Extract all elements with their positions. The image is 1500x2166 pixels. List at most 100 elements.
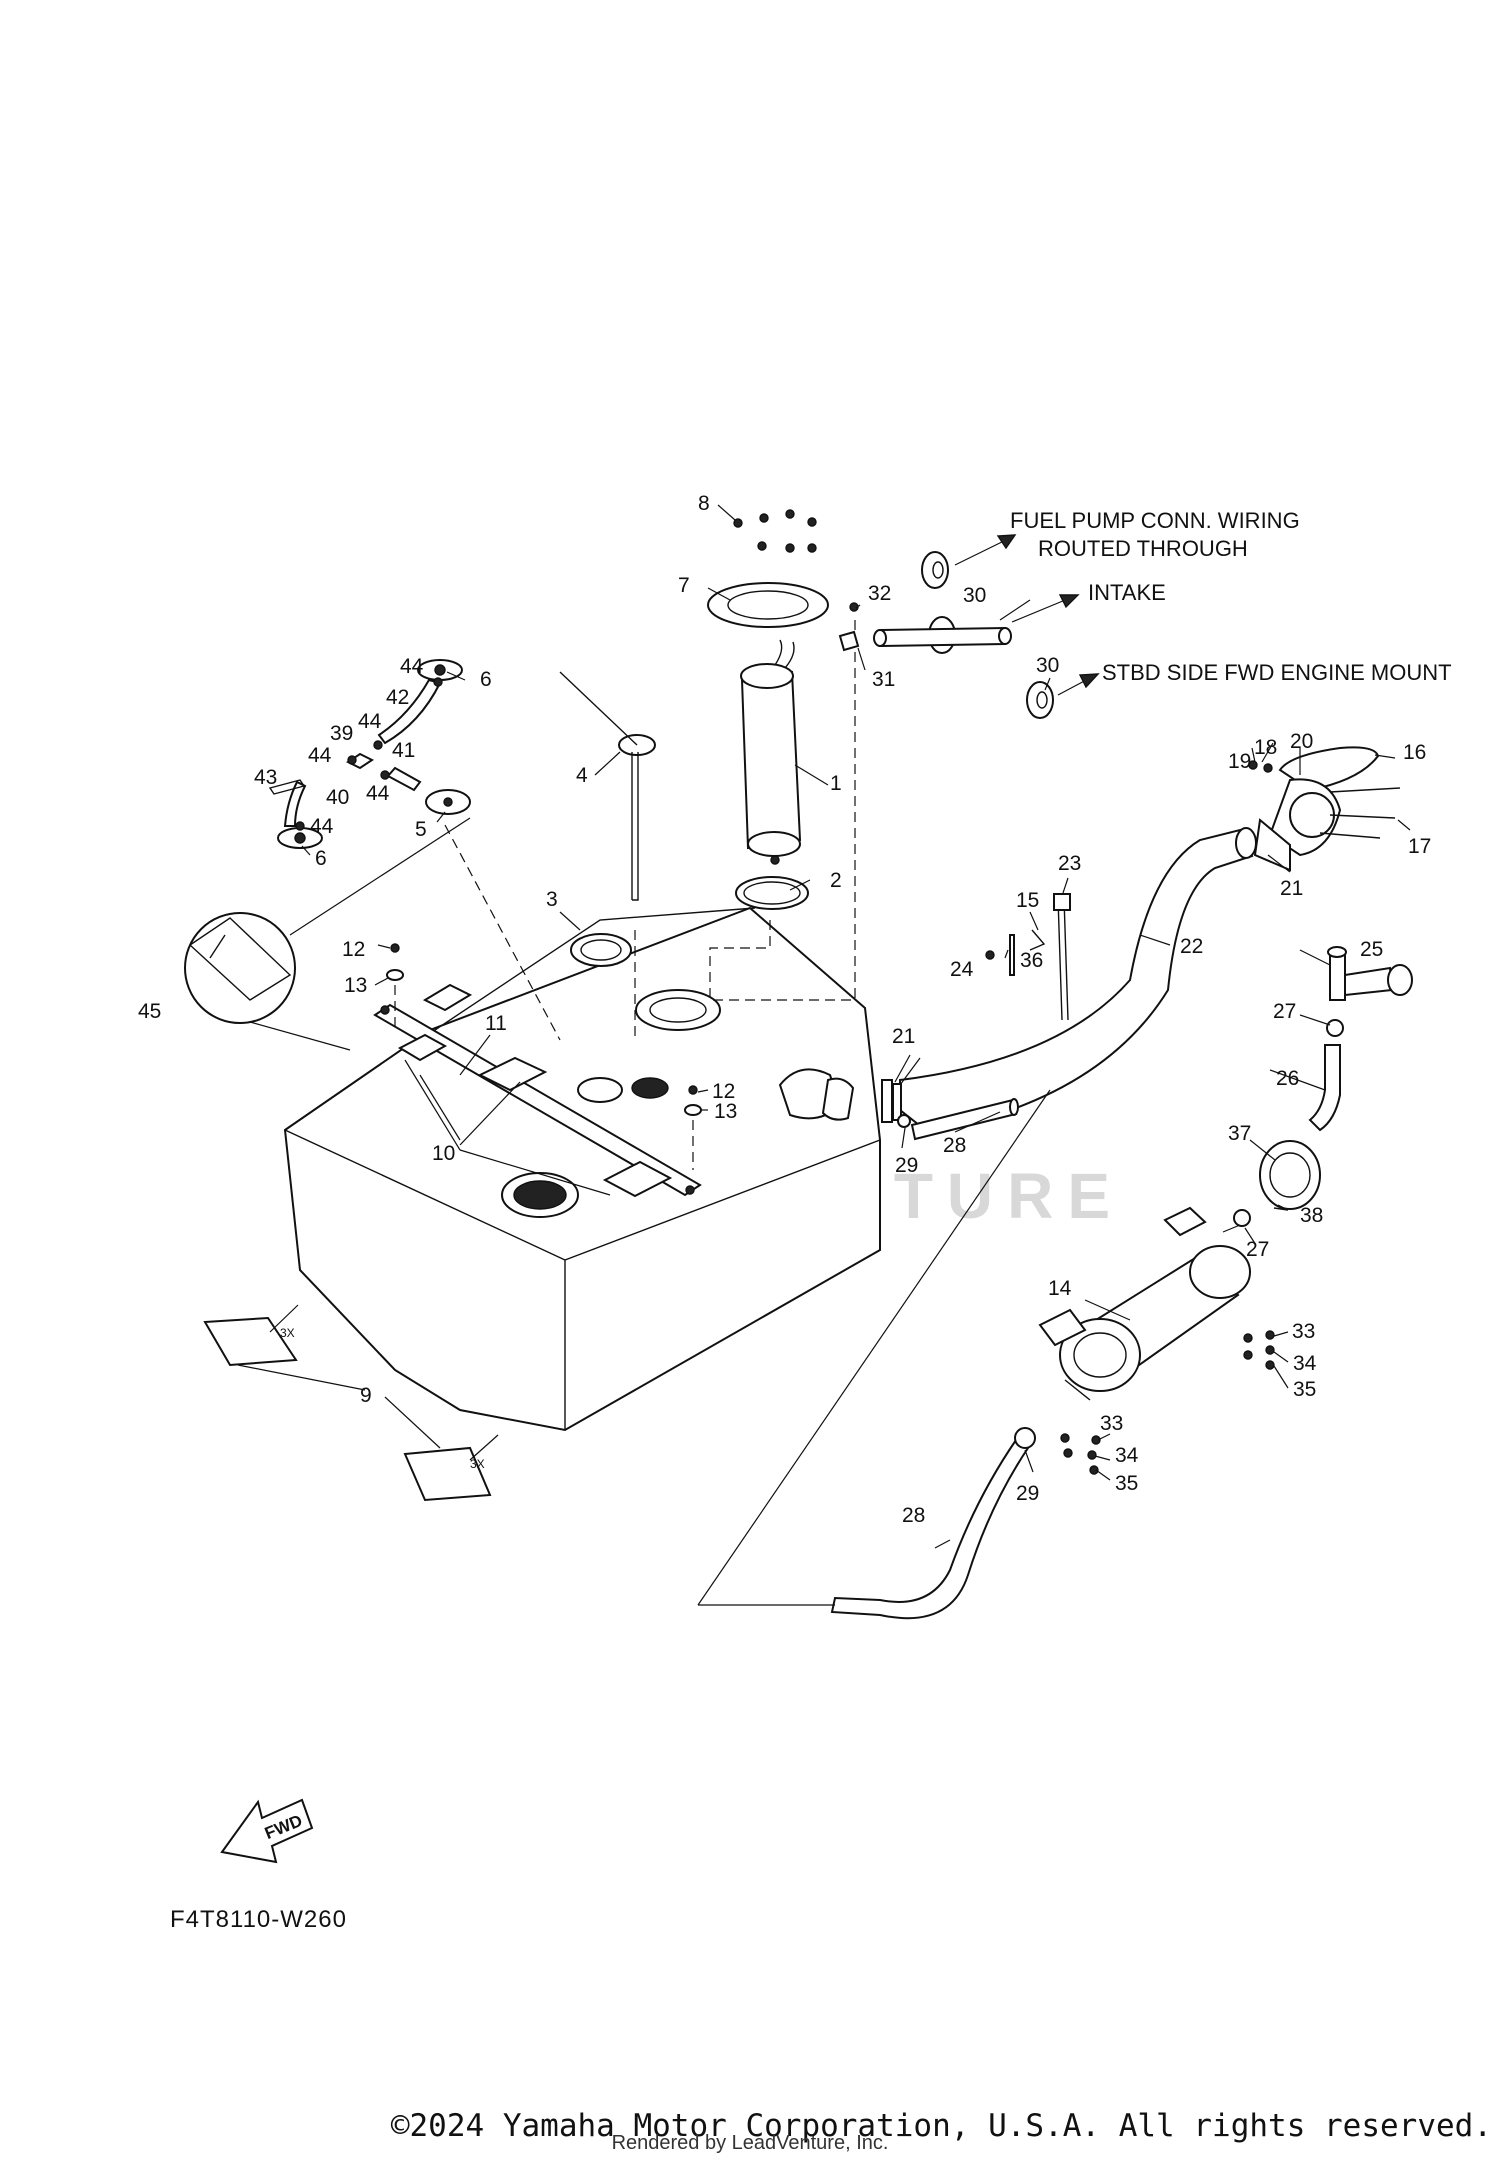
callout-44c: 44 [308,744,332,767]
callout-1: 1 [830,772,842,795]
rendered-by-credit: Rendered by LeadVenture, Inc. [611,2132,889,2154]
clip-31 [838,630,860,652]
callout-28a: 28 [943,1134,966,1157]
quantity-mark: 3X [280,1326,295,1340]
callout-29a: 29 [895,1154,918,1177]
fuel-tank [283,906,881,1432]
callout-26: 26 [1276,1067,1299,1090]
callout-10: 10 [432,1142,455,1165]
quantity-mark: 3X [470,1457,485,1471]
grommet-27-upper [1326,1019,1344,1037]
callout-34a: 34 [1115,1444,1139,1467]
vent-tube-intake [873,616,1012,654]
hose-clamp-21 [881,1079,902,1123]
callout-17: 17 [1408,835,1431,858]
fuel-filter-14 [1038,1206,1251,1401]
copyright-text: ©2024 Yamaha Motor Corporation, U.S.A. A… [390,2108,1492,2144]
callout-14: 14 [1048,1277,1072,1300]
screw-24 [985,950,995,960]
detail-view-45 [184,817,471,1051]
callout-33b: 33 [1292,1320,1315,1343]
clamp-29-lower [1014,1427,1036,1449]
callout-33a: 33 [1100,1412,1123,1435]
callout-2: 2 [830,869,842,892]
callout-41: 41 [392,739,415,762]
callout-21a: 21 [1280,877,1303,900]
callout-45: 45 [138,1000,161,1023]
filter-cap-37 [1259,1140,1321,1210]
callout-42: 42 [386,686,409,709]
clip-15 [1029,929,1046,951]
screw-set-8 [733,509,817,553]
callout-19: 19 [1228,750,1251,773]
grommet-30-upper [921,551,949,589]
leader-lines [301,504,1411,1549]
callout-6b: 6 [315,847,327,870]
pump-gasket-2 [735,876,809,910]
vent-hose-assembly [268,659,471,849]
callout-16: 16 [1403,741,1426,764]
note-wiring-line2: ROUTED THROUGH [1038,536,1248,561]
callout-22: 22 [1180,935,1203,958]
callout-38: 38 [1300,1204,1323,1227]
grommet-30-lower [1026,681,1054,719]
callout-numbers: 1 2 3 4 5 6 6 7 8 9 10 11 12 12 13 13 14… [138,492,1431,1527]
callout-25: 25 [1360,938,1383,961]
inlet-fitting-25 [1327,946,1413,1001]
callout-15: 15 [1016,889,1039,912]
callout-23: 23 [1058,852,1081,875]
callout-29b: 29 [1016,1482,1039,1505]
pump-flange-7 [707,582,829,628]
callout-44a: 44 [400,655,424,678]
callout-9: 9 [360,1384,372,1407]
callout-28b: 28 [902,1504,925,1527]
tank-pad-9: 3X 3X [203,1304,499,1502]
bolt-washer-12-13 [386,943,702,1170]
callout-30b: 30 [1036,654,1059,677]
callout-20: 20 [1290,730,1313,753]
rivet-36 [1009,934,1015,976]
callout-32: 32 [868,582,891,605]
filler-cap-16 [1253,746,1380,872]
fuel-sender-4 [559,671,656,901]
callout-30a: 30 [963,584,986,607]
callout-44b: 44 [358,710,382,733]
callout-6a: 6 [480,668,492,691]
copyright-notice: ©2024 Yamaha Motor Corporation, U.S.A. A… [0,2108,1500,2144]
hose-28-lower [830,1438,1030,1620]
callout-11: 11 [485,1012,507,1035]
note-intake: INTAKE [1088,580,1166,605]
filler-hose-22 [899,827,1257,1134]
callout-40: 40 [326,786,349,809]
callout-21b: 21 [892,1025,915,1048]
callout-12a: 12 [342,938,365,961]
callout-8: 8 [698,492,710,515]
callout-7: 7 [678,574,690,597]
callout-44d: 44 [366,782,390,805]
clamp-29-upper [897,1114,911,1128]
callout-12b: 12 [712,1080,735,1103]
callout-43: 43 [254,766,277,789]
fasteners-33-35 [1060,1330,1275,1475]
figure-code: F4T8110-W260 [170,1906,347,1933]
callout-37: 37 [1228,1122,1251,1145]
callout-44e: 44 [310,815,334,838]
pin-38 [1273,1207,1289,1211]
grommet-27-lower [1233,1209,1251,1227]
callout-34b: 34 [1293,1352,1317,1375]
note-wiring-line1: FUEL PUMP CONN. WIRING [1010,508,1300,533]
note-arrows [954,534,1100,696]
fwd-direction-arrow: FWD [220,1798,314,1864]
callout-36: 36 [1020,949,1043,972]
strap-23 [1053,893,1071,1021]
callout-35b: 35 [1293,1378,1316,1401]
fuel-pump [740,639,802,865]
callout-4: 4 [576,764,588,787]
callout-27a: 27 [1273,1000,1296,1023]
hose-28-upper [910,1098,1019,1141]
note-engine-mount: STBD SIDE FWD ENGINE MOUNT [1102,660,1452,685]
callout-27b: 27 [1246,1238,1269,1261]
callout-18: 18 [1254,736,1277,759]
callout-39: 39 [330,722,353,745]
